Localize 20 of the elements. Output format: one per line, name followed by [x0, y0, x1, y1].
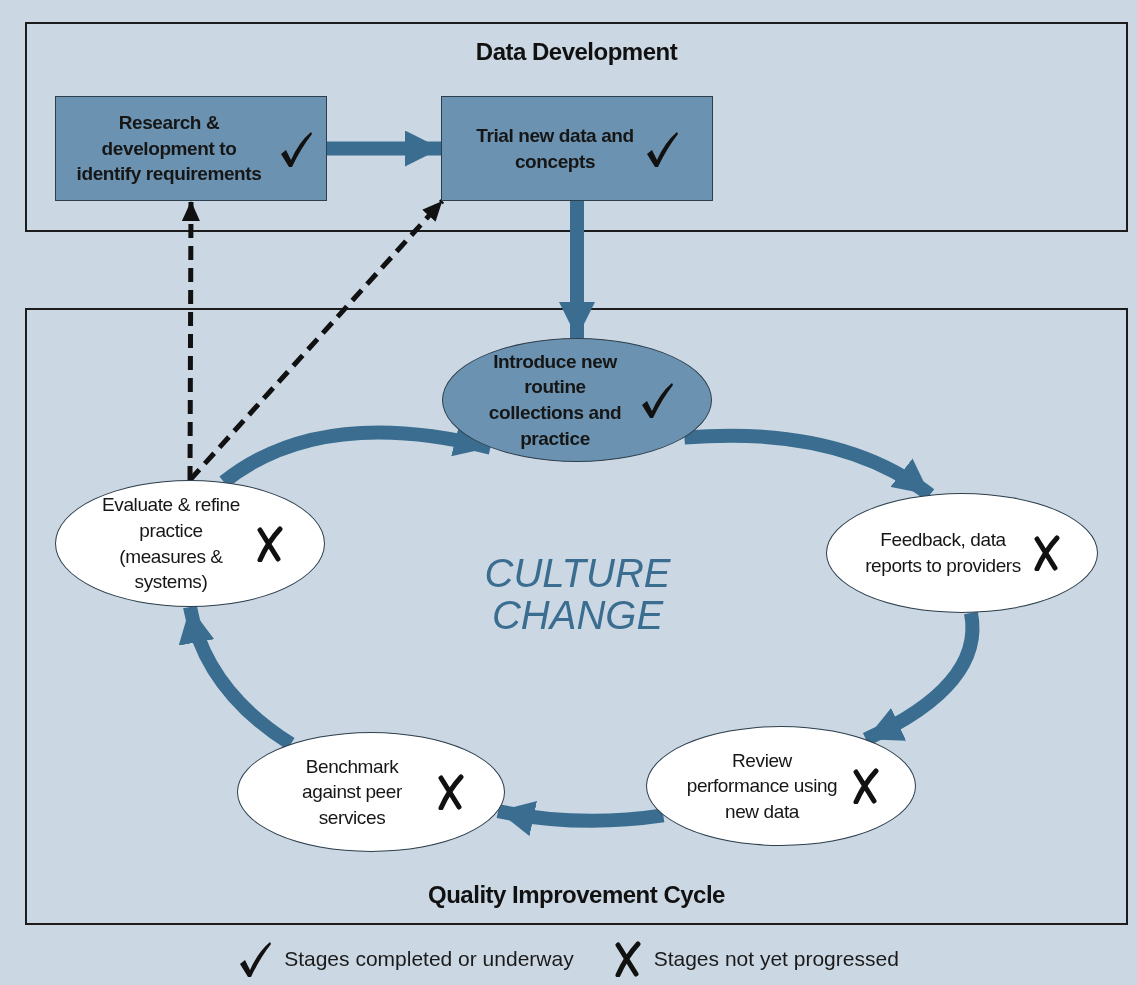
node-text: Benchmark against peer services	[301, 754, 403, 830]
dashed-arrow	[181, 201, 200, 480]
group-panel	[25, 308, 1128, 925]
node-text: Feedback, data reports to providers	[864, 528, 1022, 578]
arrow	[559, 201, 595, 338]
node-text: Trial new data and concepts	[475, 123, 635, 174]
node-text: Research & development to identify requirements	[75, 111, 263, 187]
center-label: CULTURE CHANGE	[483, 552, 672, 636]
legend-text: Stages completed or underway	[284, 947, 574, 971]
stage-box	[55, 96, 327, 201]
arrow	[327, 130, 441, 167]
arrow	[496, 800, 665, 836]
panel-title: Data Development	[474, 38, 679, 66]
group-panel	[25, 22, 1128, 232]
legend-text: Stages not yet progressed	[653, 947, 899, 971]
node-text: Evaluate & refine practice (measures & systems)	[101, 493, 241, 595]
panel-title: Quality Improvement Cycle	[427, 881, 726, 909]
stage-box	[441, 96, 713, 201]
node-text: Review performance using new data	[685, 748, 839, 824]
node-text: Introduce new routine collections and practice	[487, 349, 623, 451]
